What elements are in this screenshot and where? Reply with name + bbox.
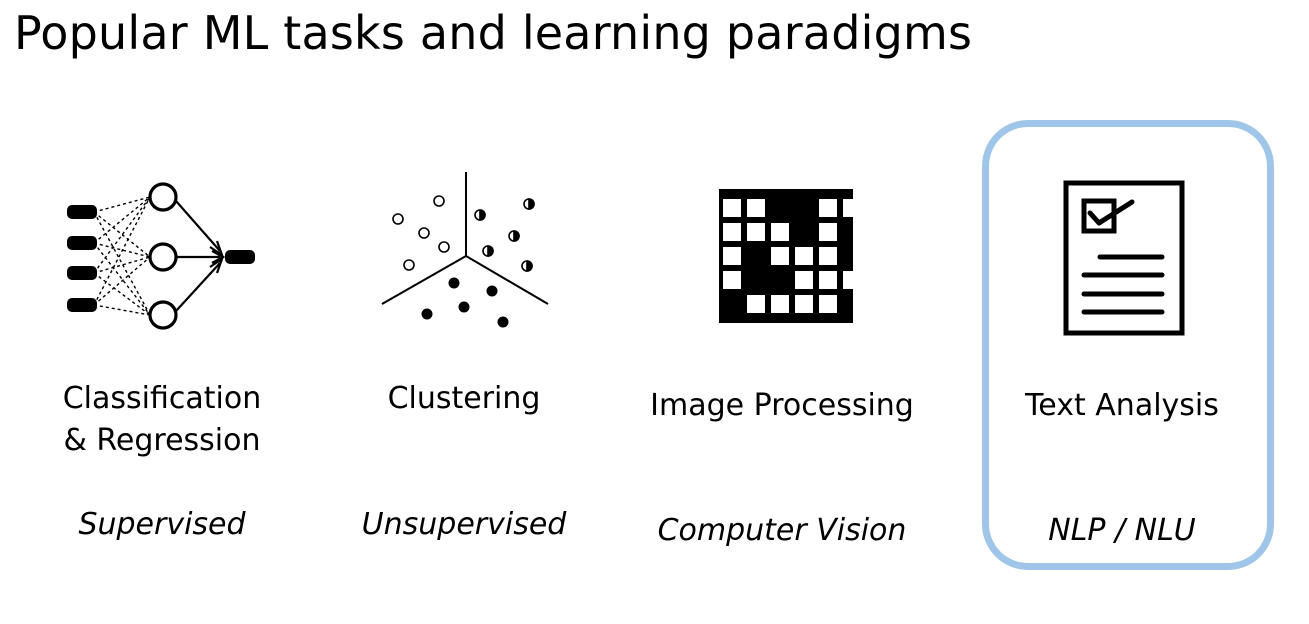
pixel-cell [723,199,741,217]
page-title: Popular ML tasks and learning paradigms [14,6,973,60]
paradigm-label-computer-vision: Computer Vision [657,513,907,548]
pixel-cell [795,271,813,289]
paradigm-label-unsupervised: Unsupervised [361,507,567,542]
pixel-cell [723,271,741,289]
pixel-cell [819,271,837,289]
clustering-scatter-icon [381,172,549,328]
task-label-text-analysis: Text Analysis [1025,388,1219,423]
pixel-cell [771,247,789,265]
pixel-grid-icon [719,189,861,323]
pixel-cell [795,247,813,265]
pixel-cell [795,295,813,313]
pixel-cell [723,247,741,265]
pixel-cell [747,223,765,241]
task-label-image-processing: Image Processing [650,388,914,423]
highlight-frame [982,120,1274,570]
pixel-cell [771,223,789,241]
pixel-cell [819,295,837,313]
pixel-cell [771,295,789,313]
paradigm-label-nlp-nlu: NLP / NLU [1048,513,1196,548]
pixel-cell [723,223,741,241]
pixel-cell [843,199,861,217]
neural-network-icon [67,182,255,330]
paradigm-label-supervised: Supervised [78,507,246,542]
task-label-clustering: Clustering [387,381,541,416]
pixel-cell [819,199,837,217]
pixel-cell [819,223,837,241]
task-label-classification: Classification & Regression [62,381,262,458]
pixel-cell [747,199,765,217]
checklist-document-icon [1063,180,1185,336]
pixel-cell [843,271,861,289]
pixel-cell [819,247,837,265]
pixel-cell [747,295,765,313]
